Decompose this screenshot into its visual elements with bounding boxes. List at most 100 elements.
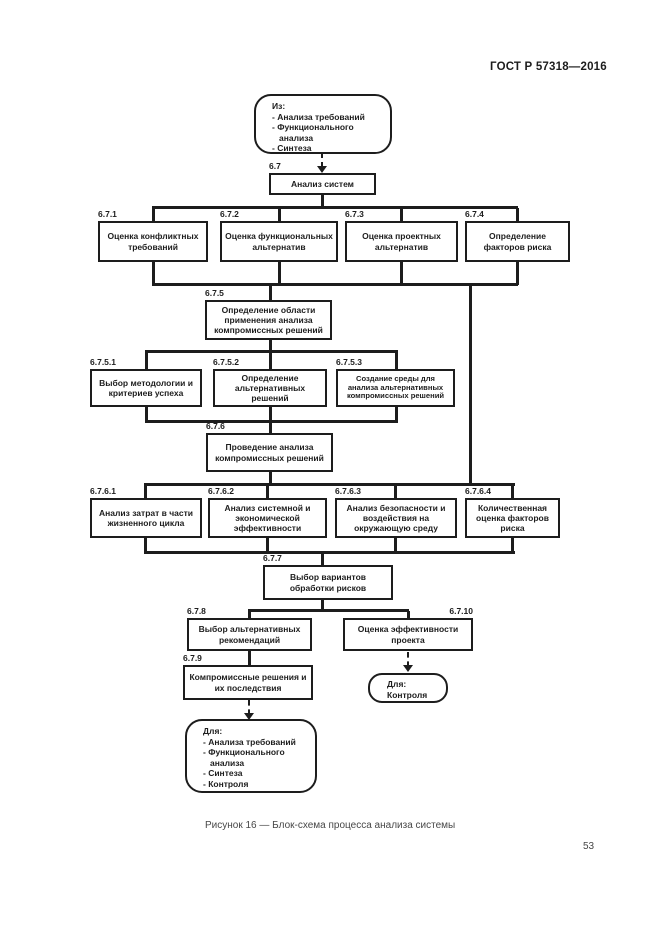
node-6-7-6: 6.7.6 Проведение анализа компромиссных р… [206,421,333,472]
node-label: Анализ систем [291,178,354,189]
connector [516,208,519,222]
connector-bus [145,350,398,353]
connector-bus [152,283,518,286]
node-number: 6.7.1 [98,209,117,219]
node-label: Выбор вариантов обработки рисков [289,572,367,593]
terminal-source: Из: - Анализа требований - Функционально… [254,94,392,154]
node-label: Оценка функциональных альтернатив [225,231,333,252]
connector [394,485,397,499]
terminal-item: - Функционального анализа [203,747,285,768]
node-6-7-6-1: 6.7.6.1 Анализ затрат в части жизненного… [90,486,202,538]
connector-bus [144,483,515,486]
flow-arrow [403,652,413,672]
node-number: 6.7.6.1 [90,486,116,496]
connector [469,285,472,485]
connector [400,262,403,285]
flow-arrow [244,700,254,720]
node-6-7-4: 6.7.4 Определение факторов риска [465,209,570,262]
connector [144,538,147,553]
connector [321,553,324,566]
terminal-item: - Синтеза [272,143,312,154]
node-6-7-6-3: 6.7.6.3 Анализ безопасности и воздействи… [335,486,457,538]
node-6-7-6-4: 6.7.6.4 Количественная оценка факторов р… [465,486,560,538]
node-box: Количественная оценка факторов риска [465,498,560,538]
node-number: 6.7.4 [465,209,484,219]
node-box: Оценка эффективности проекта [343,618,473,651]
connector [266,485,269,499]
connector [400,208,403,222]
connector [269,422,272,434]
connector [269,407,272,422]
node-box: Оценка проектных альтернатив [345,221,458,262]
arrowhead [317,166,327,173]
node-box: Создание среды для анализа альтернативны… [336,369,455,407]
terminal-item: - Анализа требований [203,736,296,747]
node-box: Определение области применения анализа к… [205,300,332,340]
node-label: Создание среды для анализа альтернативны… [346,373,445,401]
node-number: 6.7.8 [187,606,206,616]
node-6-7-8: 6.7.8 Выбор альтернативных рекомендаций [187,606,312,651]
connector [321,600,324,611]
terminal-item: - Контроля [203,778,249,789]
connector [266,538,269,553]
node-box: Определение альтернативных решений [213,369,327,407]
figure-caption: Рисунок 16 — Блок-схема процесса анализа… [205,820,456,831]
node-number: 6.7.5 [205,288,224,298]
node-label: Анализ безопасности и воздействия на окр… [346,502,446,533]
node-6-7-5-2: 6.7.5.2 Определение альтернативных решен… [213,357,327,407]
node-6-7-10: 6.7.10 Оценка эффективности проекта [343,606,473,651]
node-label: Оценка проектных альтернатив [362,231,441,252]
node-label: Количественная оценка факторов риска [476,502,549,533]
node-number: 6.7.9 [183,653,202,663]
node-box: Анализ систем [269,173,376,195]
node-label: Оценка эффективности проекта [357,624,459,645]
node-label: Проведение анализа компромиссных решений [215,442,324,463]
dashed-line [248,700,250,715]
node-number: 6.7.5.3 [336,357,362,367]
node-number: 6.7.6.3 [335,486,361,496]
node-box: Выбор вариантов обработки рисков [263,565,393,600]
connector [152,208,155,222]
connector-bus [152,206,518,209]
node-box: Оценка функциональных альтернатив [220,221,338,262]
connector-bus [145,420,398,423]
node-label: Выбор методологии и критериев успеха [99,377,193,398]
flow-arrow [317,152,327,173]
node-number: 6.7.6.2 [208,486,234,496]
connector-bus [248,609,409,612]
node-number: 6.7.5.1 [90,357,116,367]
connector [516,262,519,285]
connector [269,472,272,485]
arrowhead [244,713,254,720]
connector [269,340,272,353]
node-6-7-7: 6.7.7 Выбор вариантов обработки рисков [263,553,393,600]
node-6-7-3: 6.7.3 Оценка проектных альтернатив [345,209,458,262]
terminal-item: Контроля [387,689,428,700]
node-number: 6.7 [269,161,281,171]
node-box: Анализ системной и экономической эффекти… [208,498,327,538]
dashed-line [321,152,323,168]
node-box: Оценка конфликтных требований [98,221,208,262]
node-number: 6.7.7 [263,553,282,563]
connector [511,538,514,553]
connector [145,407,148,422]
node-number: 6.7.6 [206,421,225,431]
node-label: Оценка конфликтных требований [107,231,199,252]
node-6-7-1: 6.7.1 Оценка конфликтных требований [98,209,208,262]
node-label: Определение факторов риска [483,231,552,252]
node-box: Компромиссные решения и их последствия [183,665,313,700]
node-label: Определение альтернативных решений [234,372,306,403]
connector-bus [144,551,515,554]
node-6-7-2: 6.7.2 Оценка функциональных альтернатив [220,209,338,262]
connector [152,262,155,285]
connector [144,485,147,499]
connector [278,262,281,285]
node-6-7-9: 6.7.9 Компромиссные решения и их последс… [183,653,313,700]
dashed-line [407,652,409,667]
node-box: Анализ затрат в части жизненного цикла [90,498,202,538]
node-box: Выбор методологии и критериев успеха [90,369,202,407]
node-label: Определение области применения анализа к… [214,304,323,335]
terminal-title: Для: [387,679,407,689]
node-number: 6.7.6.4 [465,486,491,496]
